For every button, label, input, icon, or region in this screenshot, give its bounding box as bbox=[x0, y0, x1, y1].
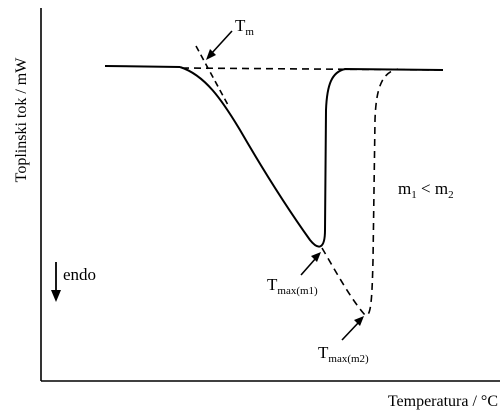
tmax-m1-arrow-head bbox=[311, 252, 321, 262]
dsc-curve-m2 bbox=[321, 68, 399, 317]
y-axis-label: Toplinski tok / mW bbox=[13, 57, 30, 183]
endo-label: endo bbox=[63, 265, 96, 284]
tm-arrow-head bbox=[206, 49, 216, 60]
endo-arrow-head bbox=[51, 290, 61, 302]
tm-label: Tm bbox=[235, 16, 254, 38]
onset-tangent-line bbox=[195, 45, 229, 106]
tmax-m1-arrow-shaft bbox=[300, 257, 317, 276]
x-axis-label: Temperatura / °C bbox=[388, 393, 498, 410]
tmax-m2-arrow-shaft bbox=[341, 321, 360, 341]
tmax-m1-label: Tmax(m1) bbox=[267, 275, 318, 297]
baseline-curve bbox=[104, 65, 181, 68]
tmax-m2-arrow-head bbox=[354, 316, 364, 326]
tmax-m2-label: Tmax(m2) bbox=[318, 343, 369, 365]
dsc-curve-m1 bbox=[179, 66, 444, 248]
tm-arrow-shaft bbox=[210, 30, 233, 55]
mass-relation-label: m1 < m2 bbox=[398, 179, 454, 201]
